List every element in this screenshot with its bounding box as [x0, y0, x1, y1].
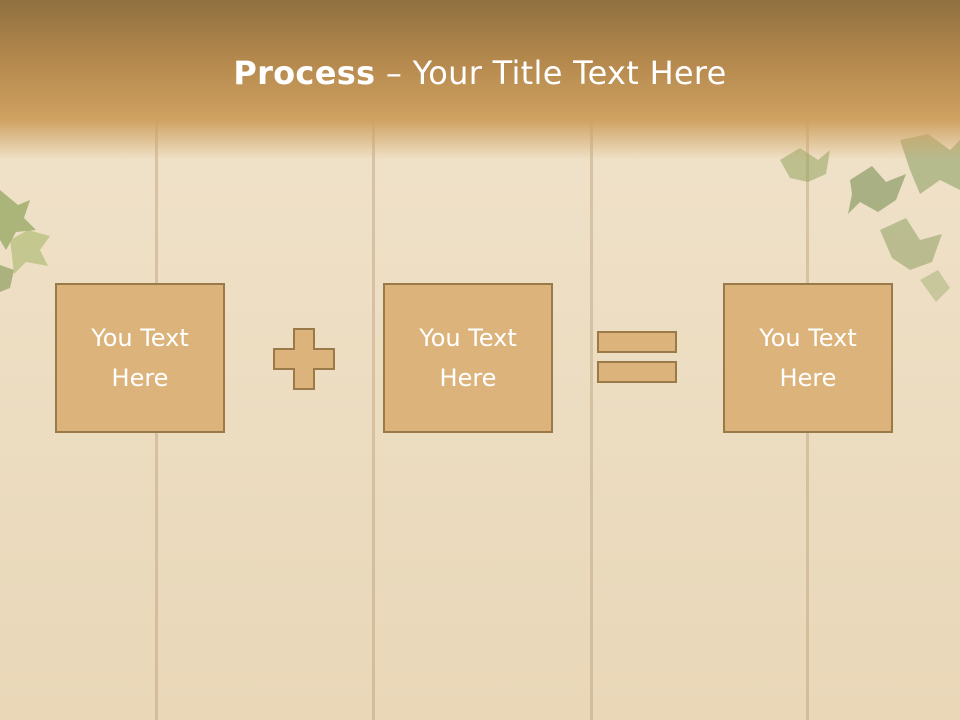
plus-icon	[273, 328, 335, 390]
title-band	[0, 0, 960, 160]
process-box-1-text: You Text Here	[91, 324, 189, 392]
process-box-2-text: You Text Here	[419, 324, 517, 392]
process-box-3-text: You Text Here	[759, 324, 857, 392]
process-box-1[interactable]: You Text Here	[55, 283, 225, 433]
ivy-leaves-left-decoration	[0, 190, 50, 292]
title-bold-part: Process	[233, 54, 376, 92]
process-box-2[interactable]: You Text Here	[383, 283, 553, 433]
title-rest-part: – Your Title Text Here	[375, 54, 727, 92]
equals-icon	[597, 331, 677, 383]
slide-title[interactable]: Process – Your Title Text Here	[0, 54, 960, 92]
process-box-3[interactable]: You Text Here	[723, 283, 893, 433]
